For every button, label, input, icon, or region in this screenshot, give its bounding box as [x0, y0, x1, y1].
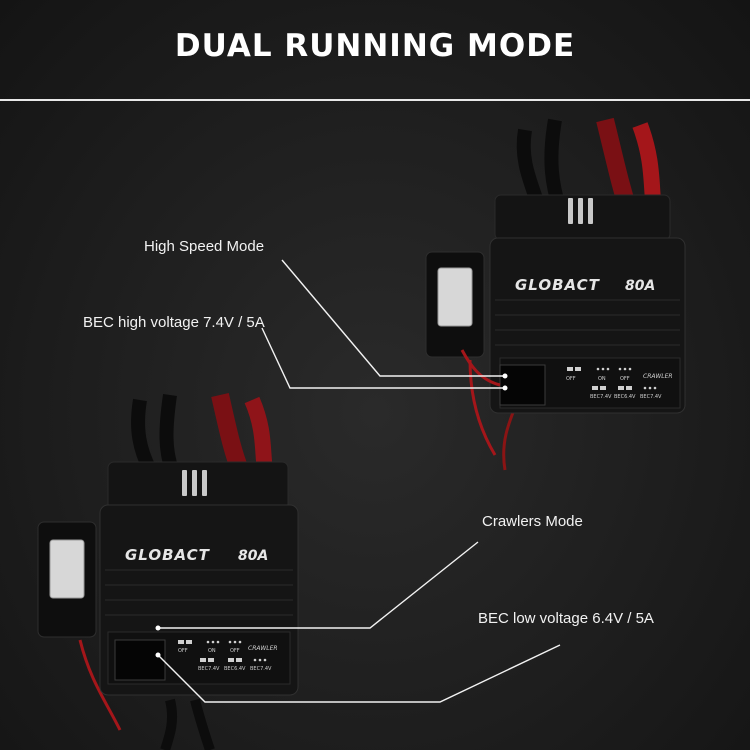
esc-top-mode-label: CRAWLER — [643, 373, 673, 380]
esc-bottom-switch-on: ON — [208, 648, 216, 654]
esc-top-rating: 80A — [625, 278, 655, 294]
esc-top-switch-off-1: OFF — [566, 376, 576, 382]
callout-bec-low-voltage: BEC low voltage 6.4V / 5A — [478, 610, 654, 627]
esc-bottom-mode-label: CRAWLER — [248, 645, 278, 652]
callout-bec-high-voltage: BEC high voltage 7.4V / 5A — [83, 314, 265, 331]
callout-crawlers-mode: Crawlers Mode — [482, 513, 583, 530]
callout-high-speed-mode: High Speed Mode — [144, 238, 265, 255]
esc-top-switch-on: ON — [598, 376, 606, 382]
esc-top-switch-off-2: OFF — [620, 376, 630, 382]
esc-bottom-switch-off-1: OFF — [178, 648, 188, 654]
esc-top-bec-2: BEC6.4V — [614, 394, 636, 400]
leader-bec-high — [261, 327, 505, 389]
page-title: DUAL RUNNING MODE — [174, 28, 576, 64]
title-divider — [0, 99, 750, 101]
callout-lines — [157, 259, 561, 703]
esc-bottom-bec-3: BEC7.4V — [250, 666, 272, 672]
leader-high-speed — [281, 259, 505, 377]
esc-top-bec-3: BEC7.4V — [640, 394, 662, 400]
esc-top: GLOBACT 80A OFF ON OFF CRAWLER BEC7.4V B… — [425, 117, 686, 471]
esc-top-bec-1: BEC7.4V — [590, 394, 612, 400]
esc-bottom-brand: GLOBACT — [125, 546, 211, 564]
esc-bottom-bec-1: BEC7.4V — [198, 666, 220, 672]
esc-bottom-switch-off-2: OFF — [230, 648, 240, 654]
leader-crawlers — [158, 541, 479, 629]
esc-top-brand: GLOBACT — [515, 276, 601, 294]
esc-bottom-rating: 80A — [238, 548, 268, 564]
leader-bec-low — [157, 644, 561, 703]
esc-bottom: GLOBACT 80A OFF ON OFF CRAWLER BEC7.4V B… — [37, 392, 299, 750]
esc-bottom-bec-2: BEC6.4V — [224, 666, 246, 672]
